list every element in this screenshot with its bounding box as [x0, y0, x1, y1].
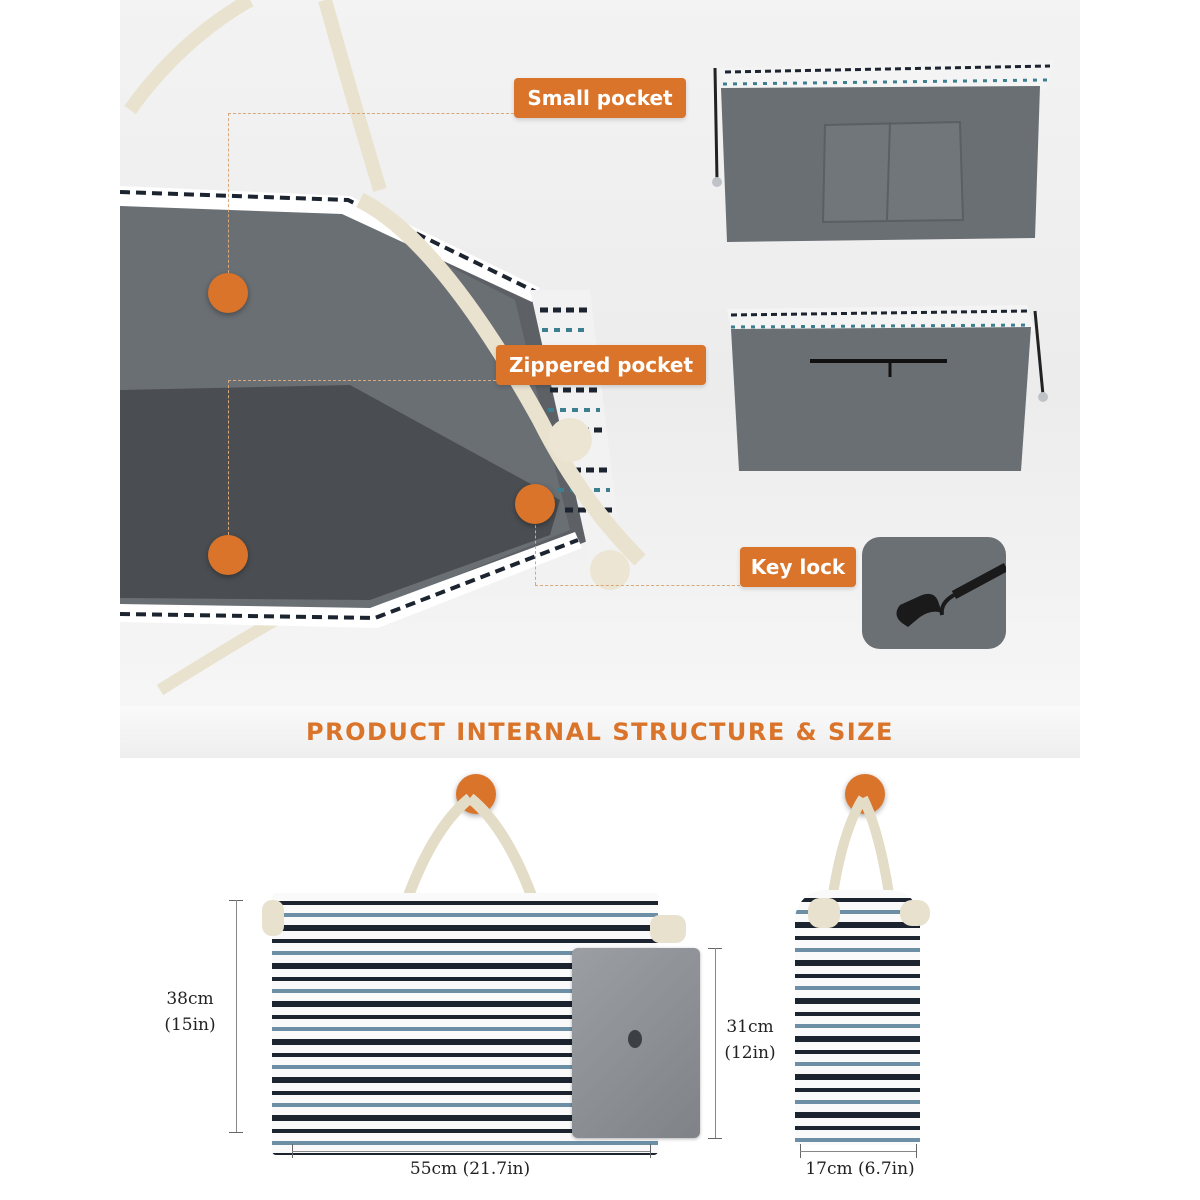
small-pocket-leader-v	[228, 113, 229, 273]
width-tick-right	[650, 1144, 651, 1158]
key-lock-image	[862, 537, 1006, 649]
key-lock-leader-v	[535, 520, 536, 585]
bag-depth-label: 17cm (6.7in)	[805, 1159, 915, 1179]
key-lock-marker	[515, 484, 555, 524]
bag-height-cm: 38cm	[166, 989, 214, 1009]
small-pocket-tag: Small pocket	[514, 78, 686, 118]
section-title: PRODUCT INTERNAL STRUCTURE & SIZE	[306, 718, 894, 746]
small-pocket-label: Small pocket	[527, 86, 673, 110]
depth-dimension-line	[800, 1151, 916, 1152]
section-banner: PRODUCT INTERNAL STRUCTURE & SIZE	[120, 706, 1080, 758]
small-pocket-illustration	[712, 60, 1055, 242]
key-lock-leader-h	[535, 585, 740, 586]
side-bag-knot-right	[900, 900, 930, 926]
key-lock-tag: Key lock	[740, 547, 856, 587]
front-bag-knot-right	[650, 915, 686, 943]
zippered-pocket-tag: Zippered pocket	[496, 345, 706, 385]
side-bag-knot-left	[808, 898, 840, 928]
laptop-dimension-line	[715, 948, 716, 1138]
small-pocket-leader-h	[228, 113, 514, 114]
width-dimension-line	[292, 1151, 650, 1152]
bag-width-label: 55cm (21.7in)	[409, 1159, 531, 1179]
zippered-pocket-leader-v	[228, 380, 229, 535]
key-clip-icon	[896, 563, 1006, 627]
small-pocket-image	[705, 60, 1060, 250]
side-rope-handles	[828, 795, 894, 895]
zippered-pocket-label: Zippered pocket	[508, 353, 694, 377]
bag-height-label: 38cm (15in)	[150, 986, 230, 1038]
height-dimension-line	[236, 900, 237, 1132]
laptop-tick-bottom	[708, 1138, 722, 1139]
side-bag-body	[795, 890, 920, 1145]
zippered-pocket-image	[725, 305, 1055, 475]
small-pocket-marker	[208, 273, 248, 313]
zippered-pocket-leader-h	[228, 380, 496, 381]
zippered-pocket-marker	[208, 535, 248, 575]
laptop-logo	[628, 1030, 642, 1048]
laptop-height-in: (12in)	[724, 1043, 776, 1063]
key-lock-label: Key lock	[750, 555, 846, 579]
height-tick-bottom	[229, 1132, 243, 1133]
zippered-pocket-illustration	[727, 305, 1048, 471]
laptop-height-label: 31cm (12in)	[712, 1014, 788, 1066]
depth-tick-right	[916, 1144, 917, 1158]
laptop-height-cm: 31cm	[726, 1017, 774, 1037]
front-bag-knot-left	[262, 900, 284, 936]
bag-height-in: (15in)	[164, 1015, 216, 1035]
side-bag-handles	[815, 790, 905, 900]
laptop-illustration	[572, 948, 700, 1138]
